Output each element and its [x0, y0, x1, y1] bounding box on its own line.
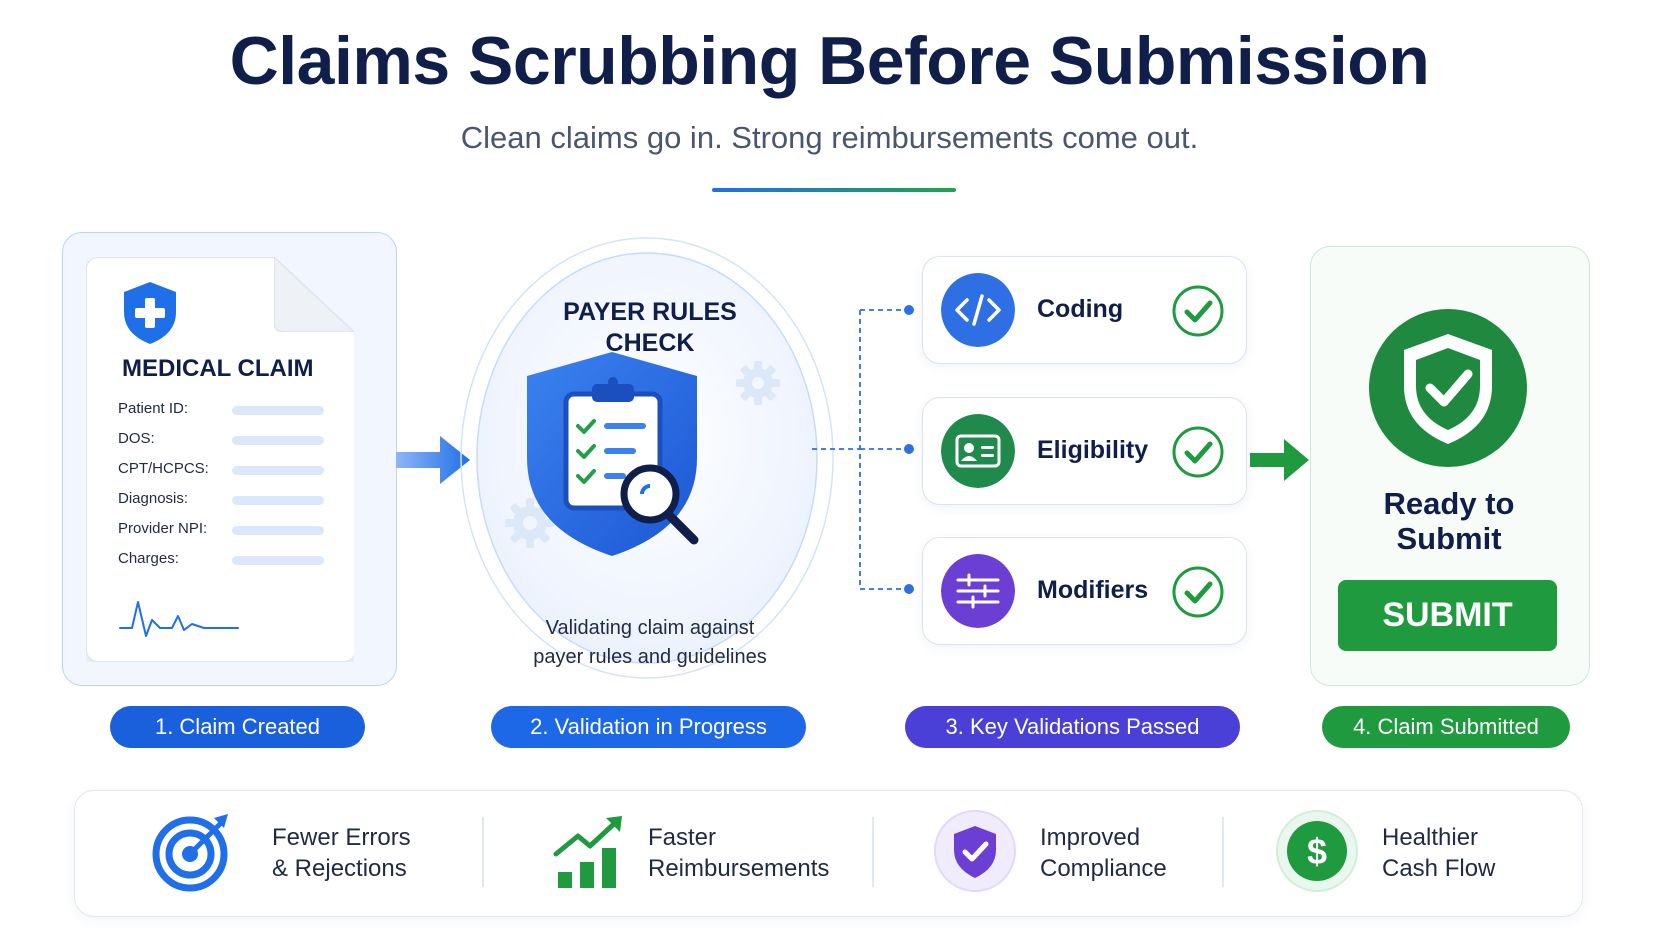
sliders-icon	[941, 554, 1015, 628]
benefit-faster-reimbursements: Faster Reimbursements	[648, 824, 830, 882]
arrow-right-icon	[1250, 439, 1309, 481]
payer-rules-caption: Validating claim against payer rules and…	[533, 617, 767, 668]
arrow-right-icon	[396, 436, 470, 484]
validation-label-coding: Coding	[1037, 295, 1124, 323]
benefit-healthier-cash-flow: Healthier Cash Flow	[1382, 824, 1496, 882]
field-label-charges: Charges:	[118, 550, 179, 567]
benefit-divider	[1222, 817, 1224, 887]
submit-button[interactable]: SUBMIT	[1338, 580, 1557, 651]
step-pill-key-validations-passed: 3. Key Validations Passed	[905, 706, 1240, 748]
benefit-divider	[872, 817, 874, 887]
svg-text:$: $	[1307, 831, 1327, 872]
field-value-line	[232, 556, 324, 565]
medical-shield-icon	[124, 282, 176, 344]
field-label-patient-id: Patient ID:	[118, 400, 189, 417]
page-subtitle: Clean claims go in. Strong reimbursement…	[460, 120, 1199, 155]
validation-label-eligibility: Eligibility	[1037, 436, 1149, 464]
validation-card-modifiers: Modifiers	[922, 537, 1247, 645]
dollar-coin-icon: $	[1276, 810, 1358, 892]
field-label-cpt-hcpcs: CPT/HCPCS:	[118, 460, 209, 477]
shield-check-badge-icon	[1369, 309, 1527, 467]
field-value-line	[232, 496, 324, 505]
page-title: Claims Scrubbing Before Submission	[229, 23, 1430, 99]
field-label-provider-npi: Provider NPI:	[118, 520, 208, 537]
validation-card-eligibility: Eligibility	[922, 397, 1247, 505]
gear-icon	[736, 361, 780, 405]
benefit-divider	[482, 817, 484, 887]
benefit-fewer-errors: Fewer Errors & Rejections	[272, 824, 411, 882]
field-label-dos: DOS:	[118, 430, 155, 447]
field-value-line	[232, 466, 324, 475]
validation-card-coding: Coding	[922, 256, 1247, 364]
validation-connector-lines	[812, 305, 914, 594]
field-label-diagnosis: Diagnosis:	[118, 490, 189, 507]
target-icon	[152, 814, 228, 892]
field-value-line	[232, 436, 324, 445]
check-circle-icon	[1172, 566, 1224, 618]
step-pill-claim-created: 1. Claim Created	[110, 706, 365, 748]
benefit-improved-compliance: Improved Compliance	[1040, 824, 1167, 882]
page-fold-icon	[274, 257, 354, 332]
validation-label-modifiers: Modifiers	[1037, 576, 1149, 604]
payer-rules-check-panel	[460, 237, 834, 679]
growth-chart-icon	[553, 816, 622, 888]
id-card-icon	[941, 414, 1015, 488]
check-circle-icon	[1172, 285, 1224, 337]
field-value-line	[232, 406, 324, 415]
heartbeat-line-icon	[119, 601, 239, 637]
code-icon	[941, 273, 1015, 347]
medical-claim-title: MEDICAL CLAIM	[122, 355, 314, 382]
step-pill-validation-in-progress: 2. Validation in Progress	[491, 706, 806, 748]
field-value-line	[232, 526, 324, 535]
check-circle-icon	[1172, 426, 1224, 478]
title-underline	[712, 188, 956, 192]
shield-check-icon	[934, 810, 1016, 892]
ready-to-submit-text: Ready to Submit	[1383, 486, 1515, 556]
gear-icon	[505, 498, 555, 548]
step-pill-claim-submitted: 4. Claim Submitted	[1322, 706, 1570, 748]
payer-rules-title: PAYER RULES CHECK	[563, 298, 737, 357]
magnifier-icon	[620, 464, 699, 545]
